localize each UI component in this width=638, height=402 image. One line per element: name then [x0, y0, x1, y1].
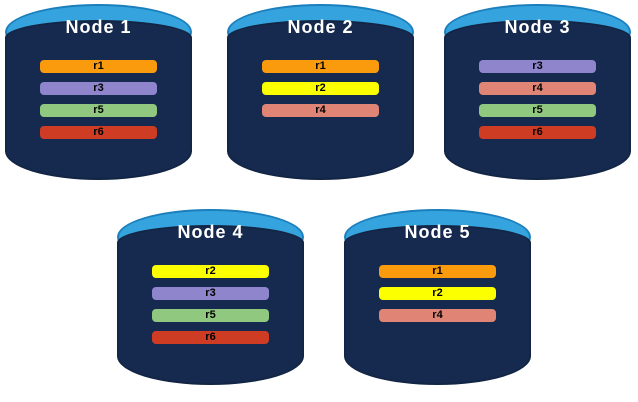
database-node-3[interactable]: Node 3 r3 r4 r5 r6 [444, 2, 631, 188]
record-bar: r3 [152, 287, 269, 300]
record-bar: r5 [152, 309, 269, 322]
record-bar: r4 [262, 104, 379, 117]
record-bar: r1 [40, 60, 157, 73]
record-bar: r1 [262, 60, 379, 73]
record-list: r1 r2 r4 [379, 265, 496, 322]
record-bar: r6 [479, 126, 596, 139]
record-bar: r2 [379, 287, 496, 300]
record-bar: r5 [479, 104, 596, 117]
cylinder-body [444, 20, 631, 180]
record-list: r1 r3 r5 r6 [40, 60, 157, 139]
database-node-2[interactable]: Node 2 r1 r2 r4 [227, 2, 414, 188]
record-bar: r2 [152, 265, 269, 278]
database-node-1[interactable]: Node 1 r1 r3 r5 r6 [5, 2, 192, 188]
record-bar: r6 [40, 126, 157, 139]
record-bar: r3 [479, 60, 596, 73]
cylinder-body [344, 225, 531, 385]
record-bar: r1 [379, 265, 496, 278]
record-bar: r4 [379, 309, 496, 322]
database-node-5[interactable]: Node 5 r1 r2 r4 [344, 207, 531, 393]
record-bar: r3 [40, 82, 157, 95]
record-bar: r6 [152, 331, 269, 344]
record-bar: r2 [262, 82, 379, 95]
record-list: r1 r2 r4 [262, 60, 379, 117]
record-list: r2 r3 r5 r6 [152, 265, 269, 344]
cylinder-body [117, 225, 304, 385]
cylinder-body [5, 20, 192, 180]
record-list: r3 r4 r5 r6 [479, 60, 596, 139]
cylinder-body [227, 20, 414, 180]
record-bar: r4 [479, 82, 596, 95]
database-node-4[interactable]: Node 4 r2 r3 r5 r6 [117, 207, 304, 393]
record-bar: r5 [40, 104, 157, 117]
